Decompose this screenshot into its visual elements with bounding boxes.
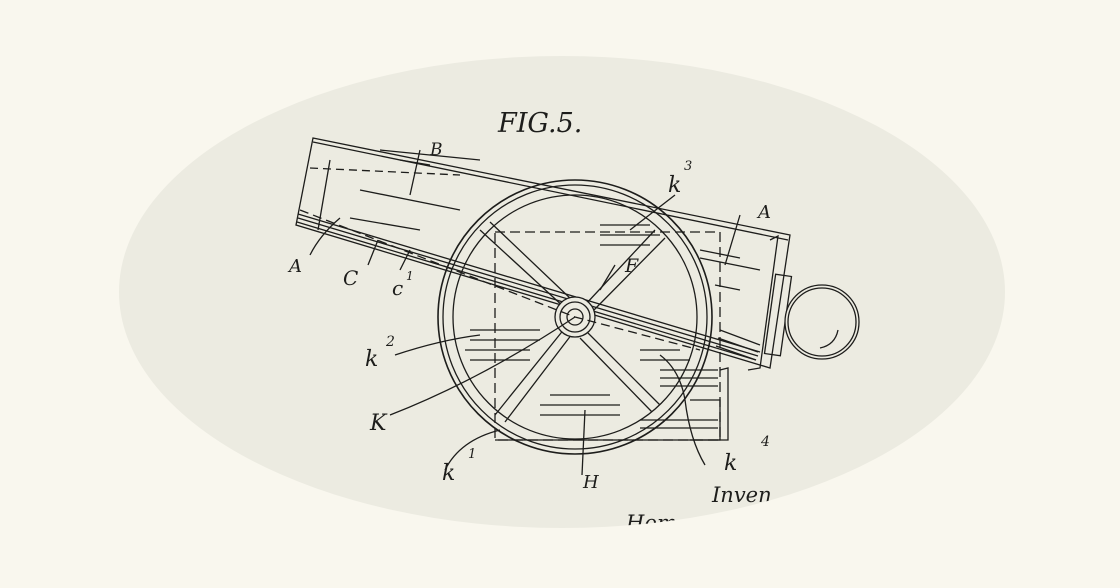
leader-lines bbox=[309, 149, 741, 476]
label-C: C bbox=[343, 266, 358, 290]
label-B: B bbox=[429, 140, 443, 160]
label-k1-sup: 1 bbox=[468, 447, 476, 462]
inventor-name: Hom bbox=[625, 511, 677, 535]
label-c1: c bbox=[392, 276, 403, 300]
carriage bbox=[494, 231, 729, 441]
label-k3-sup: 3 bbox=[684, 159, 692, 174]
inventor-signature: Inven bbox=[711, 483, 772, 507]
label-A-right: A bbox=[756, 202, 771, 223]
label-k1: k bbox=[442, 461, 455, 486]
cannon-barrel bbox=[295, 137, 793, 371]
label-k2: k bbox=[365, 347, 378, 372]
label-k4: k bbox=[724, 451, 737, 476]
label-K: K bbox=[369, 411, 388, 436]
label-A-left: A bbox=[287, 256, 302, 277]
label-k2-sup: 2 bbox=[385, 334, 395, 350]
label-F: F bbox=[624, 255, 639, 277]
label-H: H bbox=[582, 472, 599, 493]
figure-title: FIG.5. bbox=[497, 108, 582, 139]
label-k4-sup: 4 bbox=[760, 434, 770, 450]
cascabel-knob bbox=[784, 284, 860, 360]
label-c1-sup: 1 bbox=[406, 269, 414, 283]
label-k3: k bbox=[668, 173, 681, 198]
